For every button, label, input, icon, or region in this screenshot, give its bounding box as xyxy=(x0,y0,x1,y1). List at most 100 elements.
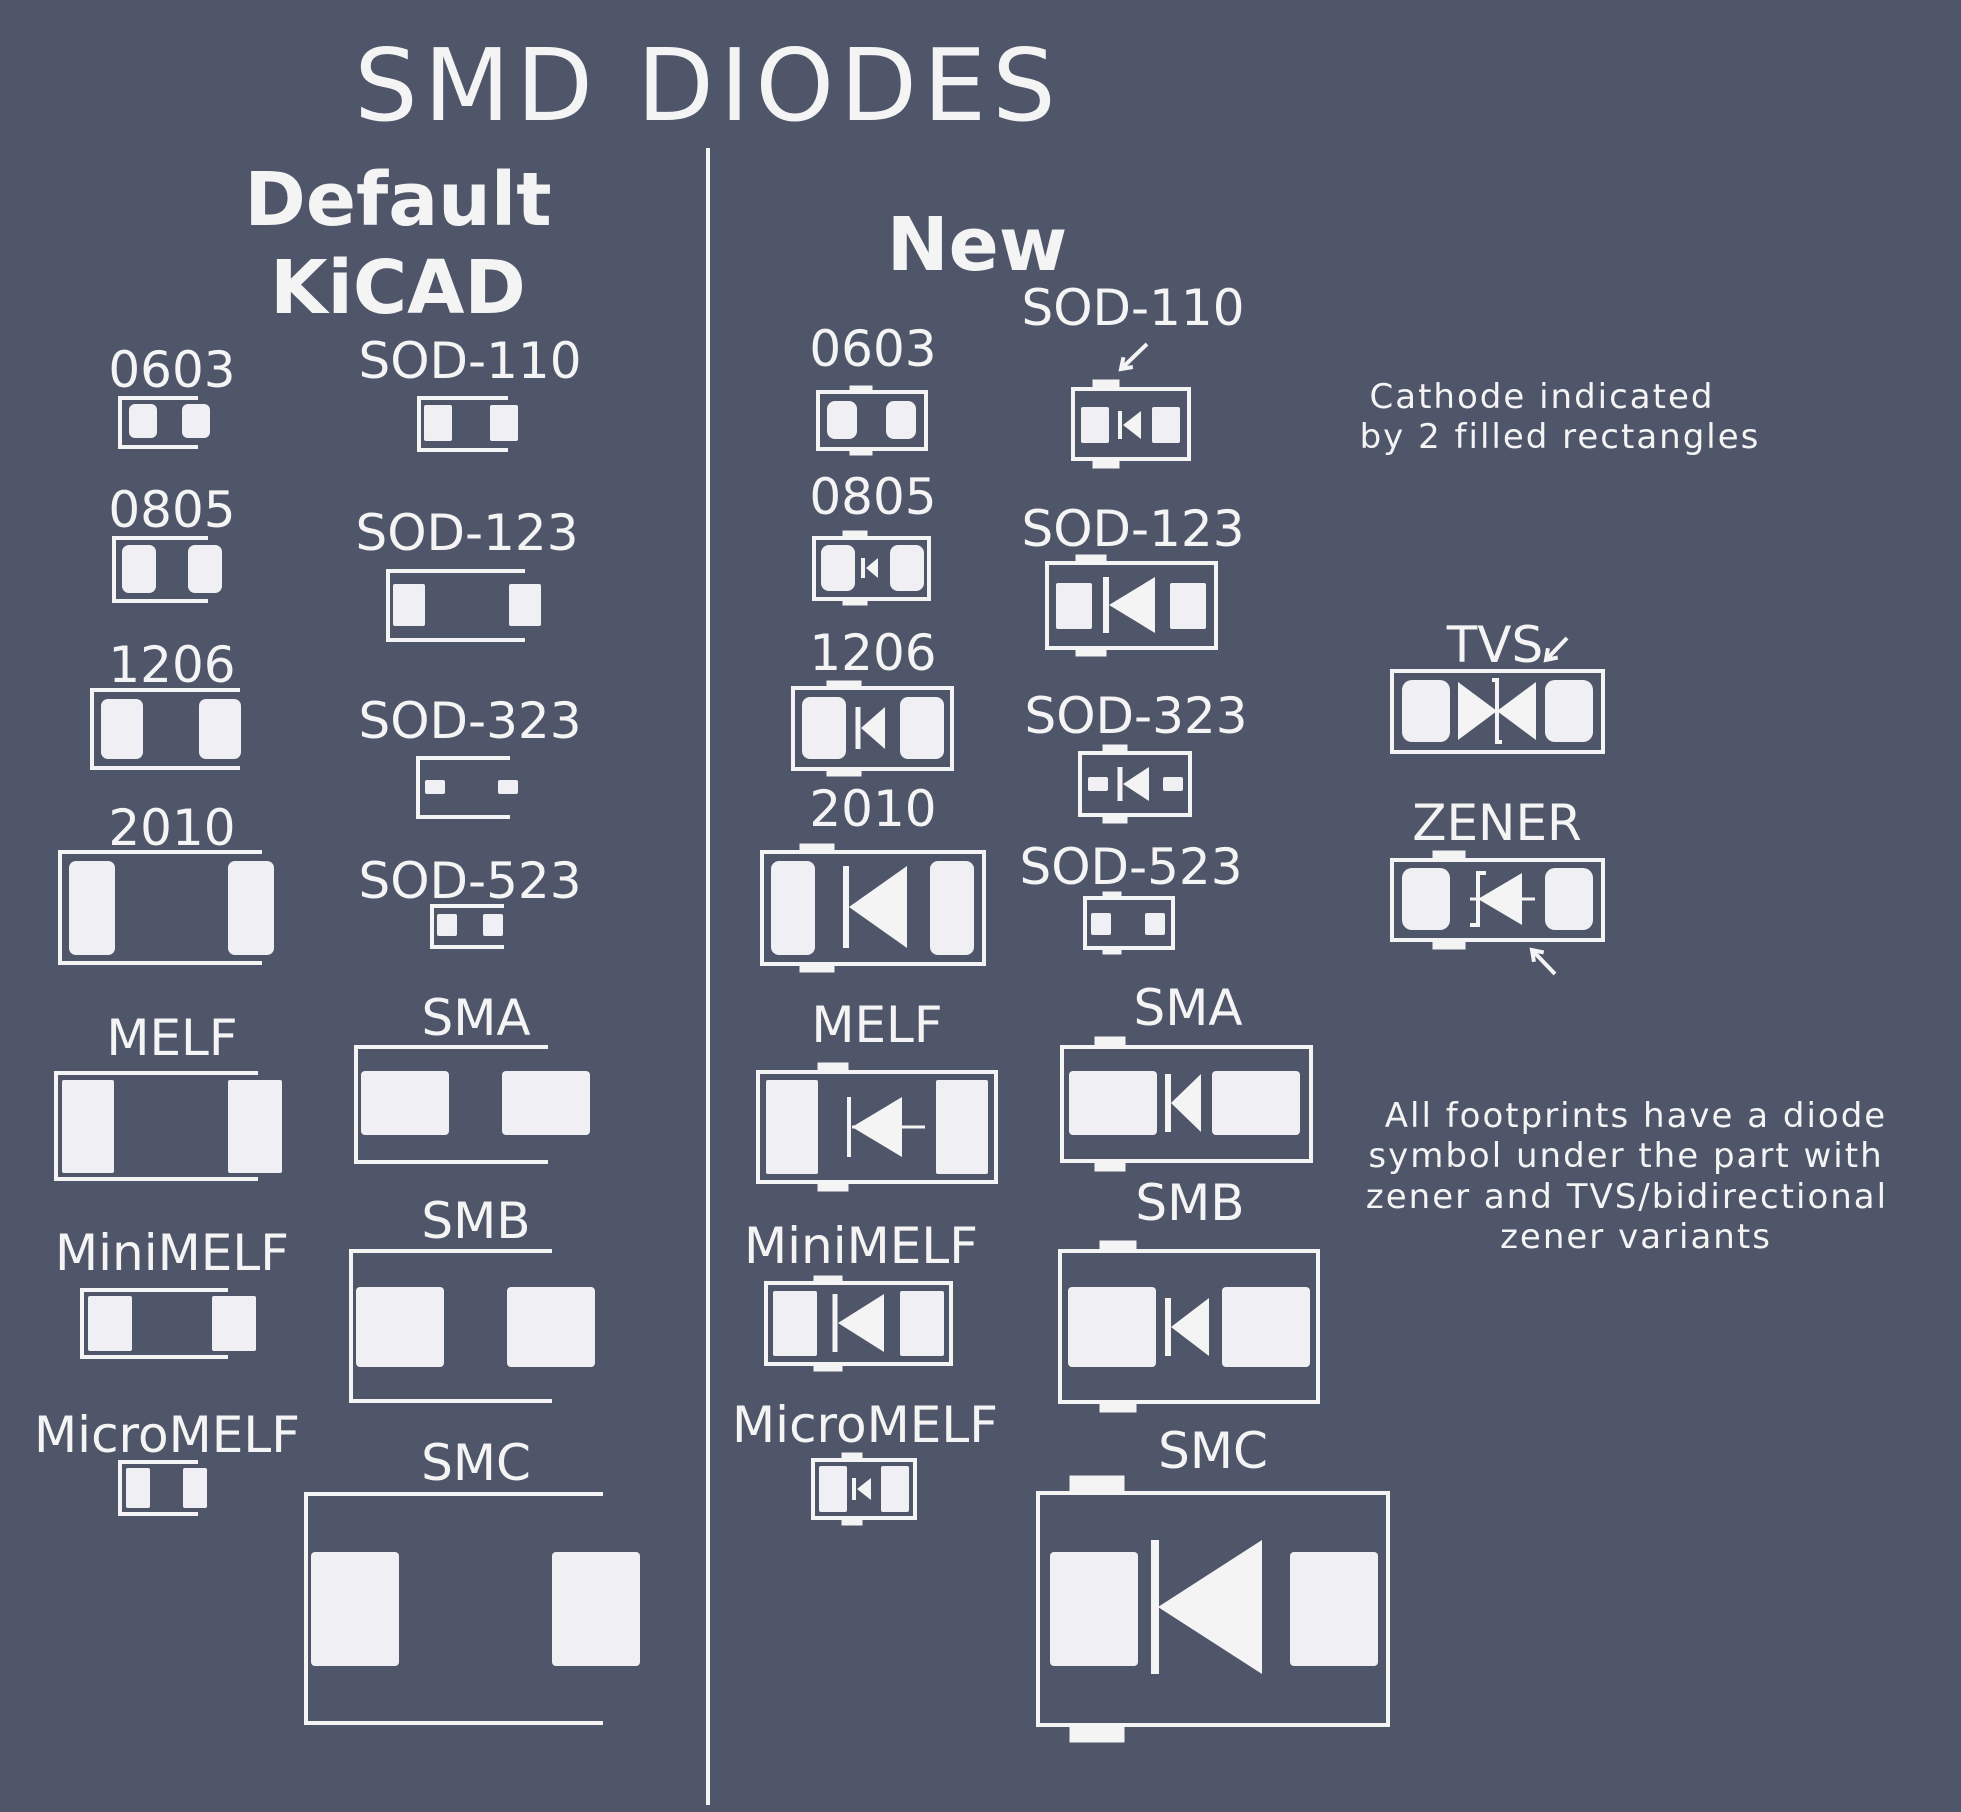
page-title: SMD DIODES xyxy=(354,27,1061,144)
default-smb-pad-left xyxy=(356,1287,444,1367)
new-heading: New xyxy=(887,202,1067,288)
new-minimelf-pad-left xyxy=(773,1291,817,1356)
new-sod110-label: SOD-110 xyxy=(1021,279,1244,337)
new-0805-outline xyxy=(812,536,931,601)
new-sod110-diode-triangle xyxy=(1123,411,1141,439)
new-sod110-pad-left xyxy=(1081,407,1109,443)
new-1206-tab-bottom xyxy=(826,767,862,777)
tvs-label: TVS xyxy=(1446,616,1543,674)
new-melf-diode-triangle xyxy=(852,1097,902,1157)
new-1206-tab-top xyxy=(826,680,862,690)
new-sod110-arrow-head xyxy=(1118,356,1134,372)
default-sod110-pad-left xyxy=(424,405,452,441)
tvs-outline xyxy=(1390,669,1605,754)
new-minimelf-tab-top xyxy=(813,1275,843,1285)
new-minimelf-diode-triangle xyxy=(838,1294,884,1352)
default-0603-outline xyxy=(118,396,198,449)
new-smc-tab-bottom xyxy=(1069,1723,1125,1743)
default-sod110-outline xyxy=(417,396,508,452)
new-smb-pad-left xyxy=(1068,1287,1156,1367)
default-2010-outline xyxy=(58,850,262,965)
zener-tab-top xyxy=(1432,850,1466,862)
new-melf-label: MELF xyxy=(811,996,942,1054)
zener-arrow-head xyxy=(1529,947,1545,963)
default-melf-pad-left xyxy=(62,1080,114,1173)
copper-pads xyxy=(62,401,1593,1666)
new-sod523-tab-bottom xyxy=(1102,946,1122,955)
new-minimelf-label: MiniMELF xyxy=(744,1217,978,1275)
default-micromelf-outline xyxy=(118,1460,198,1516)
new-smb-label: SMB xyxy=(1135,1174,1244,1232)
default-sma-pad-right xyxy=(502,1071,590,1135)
default-minimelf-pad-left xyxy=(88,1296,132,1351)
new-2010-pad-right xyxy=(930,861,974,955)
new-sod110-tab-top xyxy=(1092,379,1120,391)
new-minimelf-pad-right xyxy=(900,1291,944,1356)
new-1206-diode-triangle xyxy=(861,707,885,749)
new-sma-tab-bottom xyxy=(1094,1159,1126,1172)
default-1206-pad-right xyxy=(199,699,241,759)
tvs-arrow-shaft xyxy=(1544,636,1569,662)
new-melf-tab-top xyxy=(817,1062,849,1074)
default-0603-pad-left xyxy=(129,404,157,438)
new-smb-diode-triangle xyxy=(1171,1298,1209,1356)
new-sma-outline xyxy=(1060,1045,1313,1163)
new-sma-tab-top xyxy=(1094,1036,1126,1049)
tvs-pad-right xyxy=(1545,680,1593,742)
new-micromelf-pad-right xyxy=(881,1466,909,1512)
default-melf-pad-right xyxy=(228,1080,282,1173)
new-2010-outline xyxy=(760,850,986,966)
new-sod323-diode-triangle xyxy=(1123,767,1149,801)
new-sod323-tab-bottom xyxy=(1102,813,1128,824)
default-sod323-pad-left xyxy=(425,780,445,794)
cathode-note-line1: Cathode indicated xyxy=(1370,377,1715,417)
new-sma-pad-left xyxy=(1069,1071,1157,1135)
new-0805-diode-triangle xyxy=(866,558,878,578)
zener-diode-triangle xyxy=(1478,873,1522,925)
new-1206-outline xyxy=(791,686,954,771)
default-sma-pad-left xyxy=(361,1071,449,1135)
new-smb-tab-top xyxy=(1099,1240,1137,1253)
new-sod110-arrow-shaft xyxy=(1119,342,1149,371)
default-0805-outline xyxy=(112,536,208,603)
default-sod110-label: SOD-110 xyxy=(358,332,581,390)
default-sod323-pad-right xyxy=(498,780,518,794)
default-sod123-pad-right xyxy=(509,584,541,626)
default-smc-pad-left xyxy=(311,1552,399,1666)
zener-tab-bottom xyxy=(1432,938,1466,950)
new-micromelf-tab-bottom xyxy=(841,1516,863,1526)
new-sod323-label: SOD-323 xyxy=(1024,687,1247,745)
new-sod323-outline xyxy=(1078,751,1192,817)
diode-symbols xyxy=(799,342,1569,1743)
new-sma-label: SMA xyxy=(1133,979,1242,1037)
tvs-arrow-head xyxy=(1543,647,1559,663)
new-0603-tab-bottom xyxy=(849,447,873,456)
new-1206-pad-left xyxy=(802,697,846,759)
zener-cathode-bar xyxy=(1470,871,1486,927)
default-melf-label: MELF xyxy=(106,1009,237,1067)
new-sod123-outline xyxy=(1045,561,1218,650)
new-smc-pad-right xyxy=(1290,1552,1378,1666)
new-smc-label: SMC xyxy=(1158,1422,1268,1480)
new-smc-outline xyxy=(1036,1491,1390,1727)
default-sod323-label: SOD-323 xyxy=(358,692,581,750)
new-sod523-pad-right xyxy=(1145,913,1165,935)
new-sod323-pad-left xyxy=(1088,777,1108,791)
default-0805-pad-right xyxy=(188,545,222,593)
new-0805-tab-bottom xyxy=(842,597,868,606)
new-sod523-label: SOD-523 xyxy=(1019,838,1242,896)
default-micromelf-label: MicroMELF xyxy=(34,1406,300,1464)
new-2010-tab-bottom xyxy=(799,962,835,973)
default-sma-outline xyxy=(354,1045,548,1164)
tvs-pad-left xyxy=(1402,680,1450,742)
default-0805-pad-left xyxy=(122,545,156,593)
new-micromelf-tab-top xyxy=(841,1452,863,1462)
tvs-triangle-left xyxy=(1458,682,1497,740)
zener-outline xyxy=(1390,858,1605,942)
default-sod523-outline xyxy=(430,904,504,949)
zener-pad-right xyxy=(1545,868,1593,930)
new-smb-outline xyxy=(1058,1249,1320,1404)
new-0603-pad-left xyxy=(827,401,857,439)
new-sma-pad-right xyxy=(1212,1071,1300,1135)
